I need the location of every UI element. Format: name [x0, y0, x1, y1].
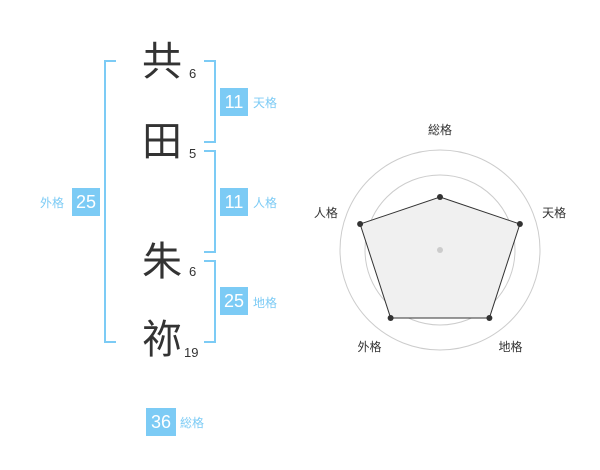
radar-polygon	[359, 196, 521, 319]
stroke-count-3: 6	[189, 264, 197, 279]
jinkaku-value: 11	[220, 188, 248, 216]
name-character-4: 祢	[142, 317, 182, 363]
stroke-count-4: 19	[184, 345, 199, 360]
radar-point-4	[357, 221, 364, 228]
radar-ring-4	[339, 149, 541, 351]
tenkaku-value: 11	[220, 88, 248, 116]
radar-center-dot	[437, 247, 443, 253]
soukaku-label: 総格	[180, 416, 205, 430]
jinkaku-bracket	[204, 150, 216, 253]
name-character-1: 共	[142, 39, 182, 85]
stroke-count-2: 5	[189, 146, 197, 161]
radar-axis-label-4: 人格	[314, 205, 338, 220]
name-character-3: 朱	[142, 239, 182, 285]
soukaku-value: 36	[146, 408, 176, 436]
radar-axis-label-0: 総格	[428, 122, 452, 137]
stroke-count-1: 6	[189, 66, 197, 81]
name-character-2: 田	[142, 119, 182, 165]
radar-points	[357, 194, 523, 321]
radar-point-2	[486, 314, 493, 321]
radar-point-3	[387, 314, 394, 321]
radar-axis-label-2: 地格	[499, 339, 523, 354]
tenkaku-label: 天格	[253, 96, 278, 110]
gaikaku-label: 外格	[40, 196, 65, 210]
chikaku-value: 25	[220, 287, 248, 315]
radar-axis-label-3: 外格	[357, 339, 381, 354]
gaikaku-value: 25	[72, 188, 100, 216]
radar-point-0	[437, 194, 443, 200]
chikaku-label: 地格	[253, 296, 278, 310]
chikaku-bracket	[204, 260, 216, 343]
tenkaku-bracket	[204, 60, 216, 143]
gaikaku-bracket	[104, 60, 116, 343]
radar-point-1	[516, 221, 523, 228]
radar-axis-label-1: 天格	[542, 205, 566, 220]
jinkaku-label: 人格	[253, 196, 278, 210]
radar-ring-3	[364, 174, 516, 326]
